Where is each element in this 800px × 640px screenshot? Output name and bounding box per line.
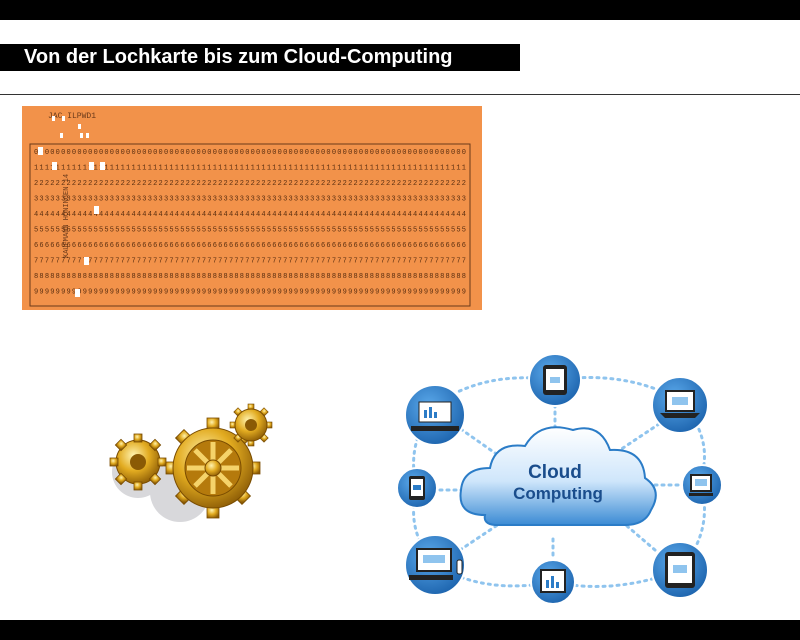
device-desktop-bottom-left [404,534,466,596]
device-tablet-top [528,353,582,407]
gears-icon [109,403,273,522]
device-phone-right [681,464,723,506]
bottom-bar [0,620,800,640]
punch-card-header: JAC ILPWD1 [48,112,96,121]
punch-card-row-4: 4444444444444444444444444444444444444444… [34,211,466,219]
punch-card-holes [38,147,105,297]
punch-card-row-2: 2222222222222222222222222222222222222222… [34,180,466,188]
top-bar [0,0,800,20]
small-gear-right [229,403,273,447]
punch-card-row-3: 3333333333333333333333333333333333333333… [34,196,466,204]
cloud-label-line2: Computing [513,484,603,503]
cloud-shape [459,426,657,526]
slide-title: Von der Lochkarte bis zum Cloud-Computin… [0,44,520,71]
divider-line [0,94,800,95]
small-gear-left [109,433,167,491]
device-desktop-top-left [404,384,466,446]
device-tablet-bottom [530,559,576,605]
punch-card-grid-border [29,143,471,307]
device-laptop-top-right [651,376,709,434]
punch-card-row-5: 5555555555555555555555555555555555555555… [34,227,466,235]
cloud-computing-diagram: Cloud Computing [396,353,723,605]
cloud-label-line1: Cloud [528,462,582,483]
large-gear [165,417,261,519]
punch-card-row-6: 6666666666666666666666666666666666666666… [34,242,466,250]
punch-card-side-label: KAUFMANN HÖNINGEN 14 [62,174,71,258]
device-tablet-bottom-right [651,541,709,599]
punch-card-top-holes [52,116,89,138]
device-phone-left [396,467,438,509]
punch-card-row-8: 8888888888888888888888888888888888888888… [34,273,466,281]
